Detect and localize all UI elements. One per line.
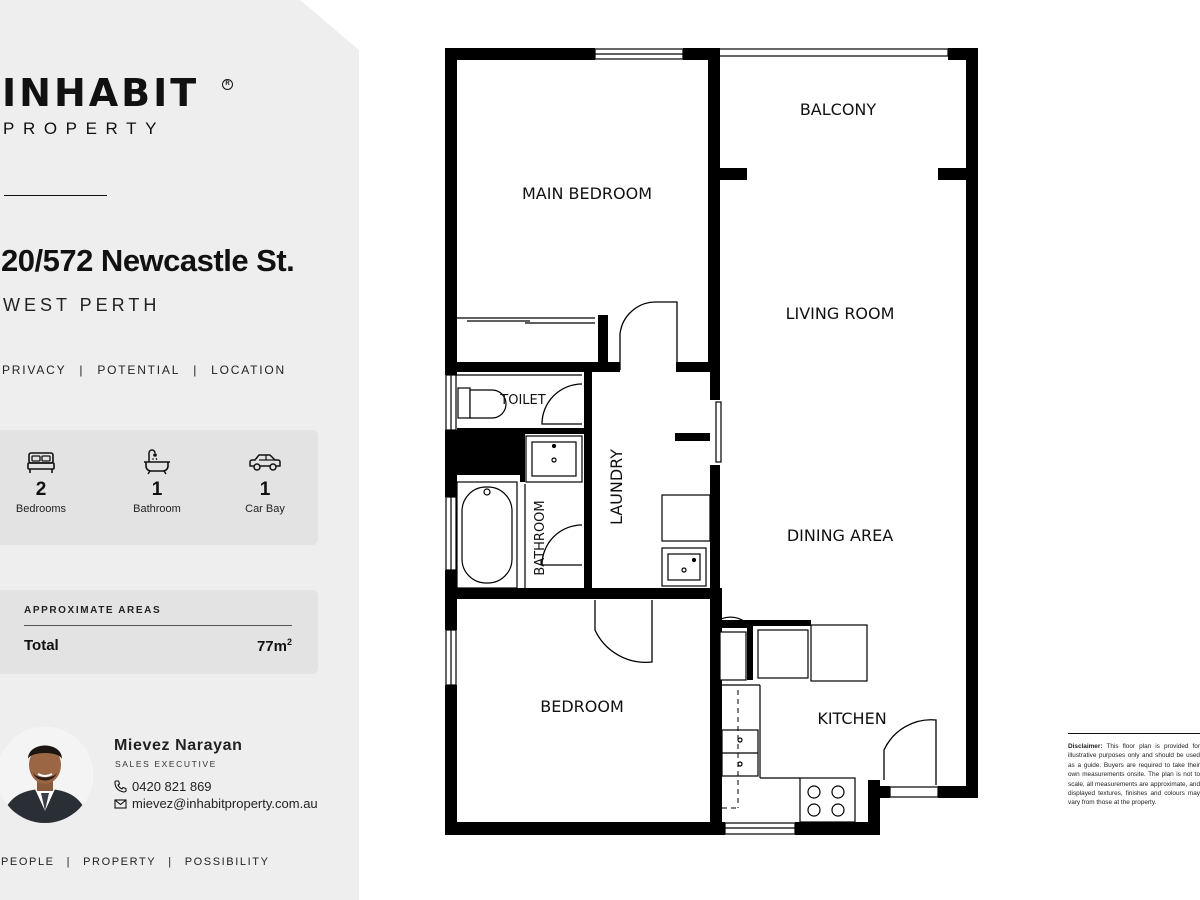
disclaimer-title: Disclaimer: xyxy=(1068,743,1103,750)
feature-car-bays: 1 Car Bay xyxy=(225,448,305,515)
car-bay-count: 1 xyxy=(259,479,271,500)
divider xyxy=(4,195,107,196)
bathroom-fixtures xyxy=(456,435,583,589)
bedroom-label: Bedrooms xyxy=(15,503,67,515)
brand-subtitle: PROPERTY xyxy=(3,119,166,138)
feature-bathrooms: 1 Bathroom xyxy=(117,448,197,515)
interior-walls xyxy=(445,48,978,834)
areas-heading: APPROXIMATE AREAS xyxy=(24,605,162,616)
bath-icon xyxy=(117,448,197,476)
room-label-main-bedroom: MAIN BEDROOM xyxy=(522,184,652,203)
footer-tag: PROPERTY xyxy=(83,856,157,868)
property-suburb: WEST PERTH xyxy=(3,295,161,315)
tagline: POTENTIAL xyxy=(97,363,181,377)
car-icon xyxy=(225,448,305,476)
agent-email[interactable]: mievez@inhabitproperty.com.au xyxy=(114,796,318,811)
agent-role: SALES EXECUTIVE xyxy=(115,759,217,769)
features-box: 2 Bedrooms 1 Bathroom xyxy=(0,430,318,545)
living-door-slot xyxy=(715,401,722,463)
floor-plan: BALCONY MAIN BEDROOM LIVING ROOM TOILET … xyxy=(445,48,978,835)
toilet-fixture xyxy=(456,374,582,419)
bathroom-count: 1 xyxy=(151,479,163,500)
bedroom-count: 2 xyxy=(35,479,47,500)
agent-email-text: mievez@inhabitproperty.com.au xyxy=(132,796,318,811)
agent-avatar xyxy=(0,727,93,823)
phone-icon xyxy=(114,779,128,794)
disclaimer-divider xyxy=(1068,733,1200,734)
email-icon xyxy=(114,797,128,811)
listing-taglines: PRIVACY | POTENTIAL | LOCATION xyxy=(2,363,286,377)
room-label-laundry: LAUNDRY xyxy=(607,449,626,525)
feature-bedrooms: 2 Bedrooms xyxy=(1,448,81,515)
room-label-dining-area: DINING AREA xyxy=(787,526,893,545)
laundry-fixtures xyxy=(661,494,711,587)
room-label-toilet: TOILET xyxy=(499,393,545,408)
overhead-cabinets xyxy=(722,690,739,809)
areas-divider xyxy=(24,625,292,626)
registered-mark: R xyxy=(222,79,233,90)
agent-name: Mievez Narayan xyxy=(114,737,243,754)
disclaimer-text: This floor plan is provided for illustra… xyxy=(1068,743,1200,807)
room-label-bedroom: BEDROOM xyxy=(540,697,624,716)
door-swings xyxy=(541,301,937,785)
total-area-label: Total xyxy=(24,637,59,654)
areas-box: APPROXIMATE AREAS Total 77m2 xyxy=(0,590,318,674)
agent-phone-text: 0420 821 869 xyxy=(132,779,212,794)
separator: | xyxy=(193,363,199,377)
separator: | xyxy=(66,856,72,868)
kitchen-fixtures xyxy=(719,624,868,823)
agent-phone[interactable]: 0420 821 869 xyxy=(114,779,212,794)
bathroom-label: Bathroom xyxy=(133,503,181,515)
separator: | xyxy=(168,856,173,868)
property-address: 20/572 Newcastle St. xyxy=(1,243,295,278)
bed-icon xyxy=(1,448,81,476)
wardrobe-doors xyxy=(457,317,595,324)
room-label-living-room: LIVING ROOM xyxy=(786,304,895,323)
tagline: PRIVACY xyxy=(2,363,67,377)
car-bay-label: Car Bay xyxy=(245,503,285,515)
total-area-value: 77m2 xyxy=(256,637,292,655)
room-label-kitchen: KITCHEN xyxy=(817,709,886,728)
room-label-balcony: BALCONY xyxy=(800,100,877,119)
windows xyxy=(445,48,949,835)
separator: | xyxy=(79,363,85,377)
footer-taglines: PEOPLE | PROPERTY | POSSIBILITY xyxy=(1,856,270,868)
exterior-walls xyxy=(445,48,978,835)
footer-tag: PEOPLE xyxy=(1,856,55,868)
footer-tag: POSSIBILITY xyxy=(184,856,270,868)
disclaimer: Disclaimer: This floor plan is provided … xyxy=(1068,742,1200,808)
tagline: LOCATION xyxy=(211,363,286,377)
brand-logo: INHABIT xyxy=(2,71,200,115)
room-label-bathroom: BATHROOM xyxy=(533,500,548,575)
